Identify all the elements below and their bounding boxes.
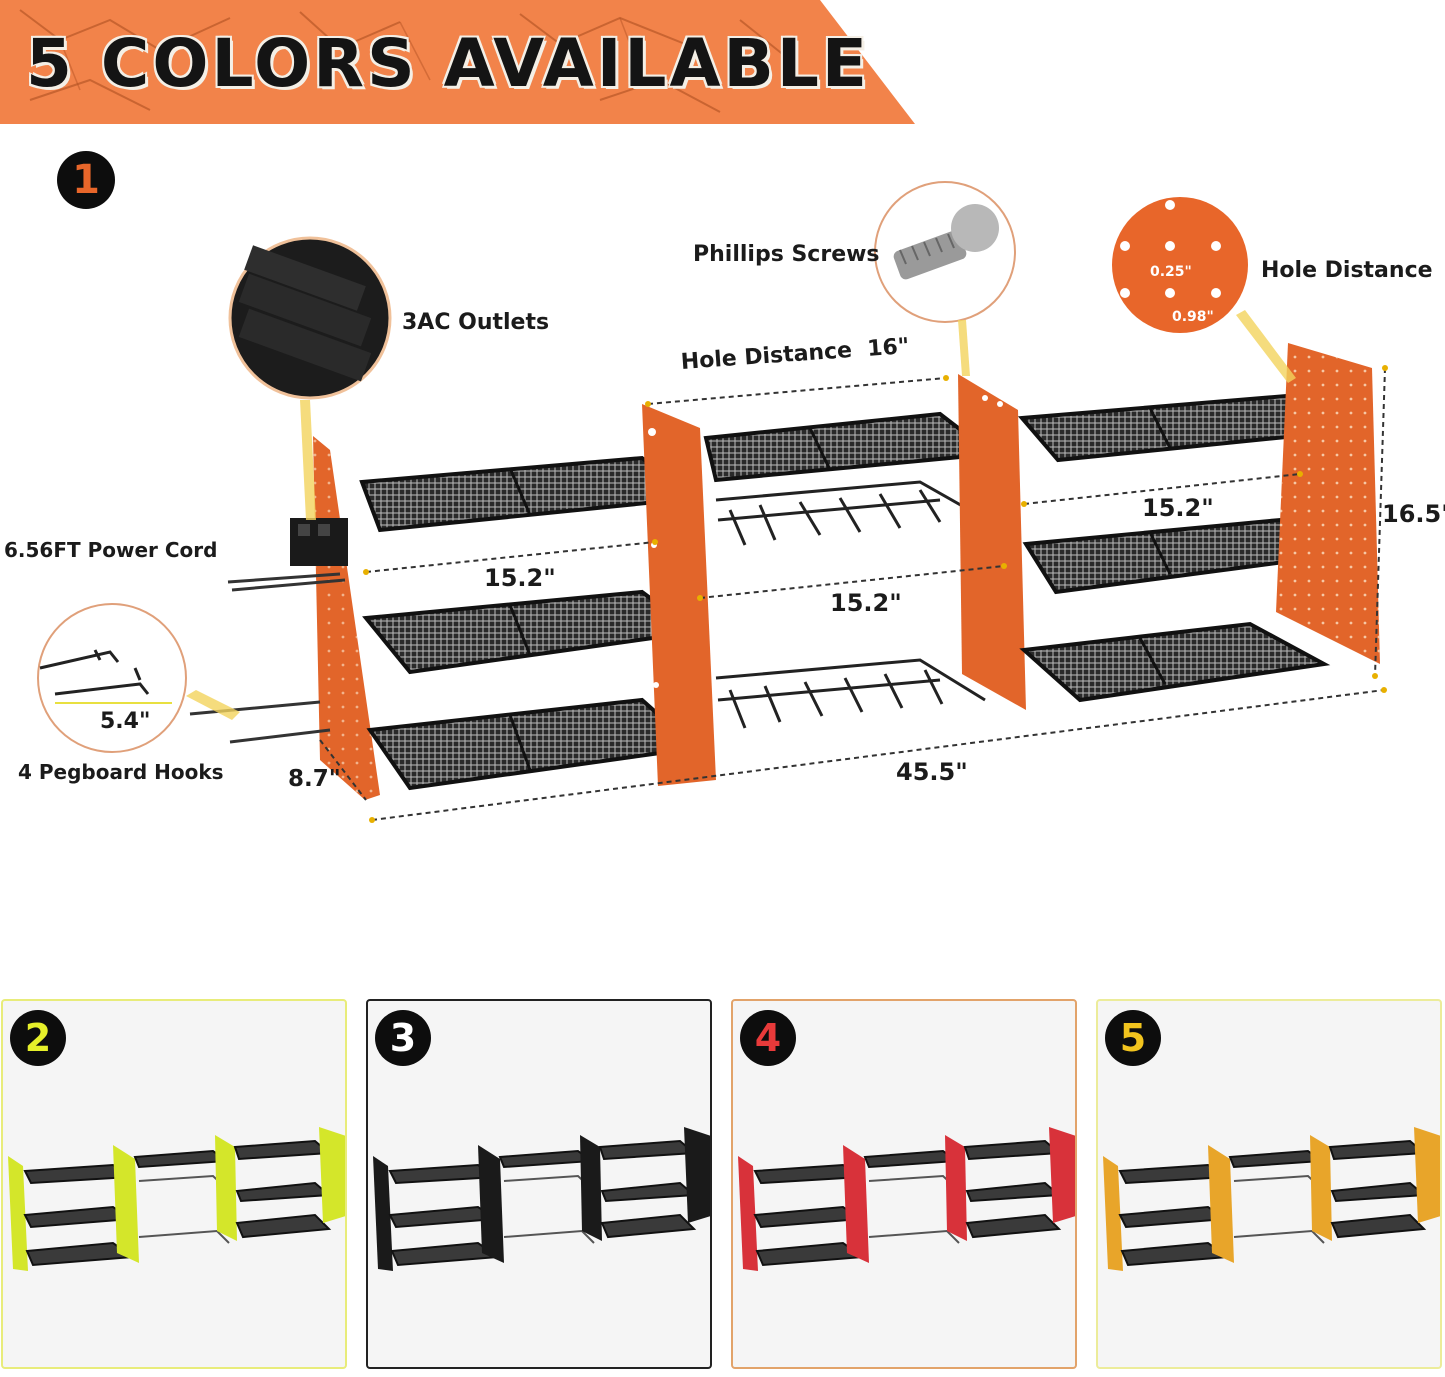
mini-center-panel — [945, 1135, 967, 1241]
variant-rack-5 — [1103, 1127, 1440, 1271]
mini-shelf — [235, 1213, 332, 1239]
mini-rack-bars — [868, 1174, 960, 1244]
mini-shelf — [1330, 1181, 1427, 1203]
mini-center-panel — [580, 1135, 602, 1241]
mini-center-panel — [113, 1145, 139, 1263]
mini-center-panel — [843, 1145, 869, 1263]
variant-rack-3 — [373, 1127, 710, 1271]
variant-badge-4: 4 — [740, 1010, 796, 1066]
mini-rack-bars — [138, 1174, 230, 1244]
mini-shelf — [1118, 1205, 1229, 1229]
mini-side-panel — [373, 1156, 393, 1271]
variant-badge-1: 1 — [57, 151, 115, 209]
right-shelves — [1017, 393, 1342, 703]
mini-shelf — [600, 1213, 697, 1239]
mini-rack-bars — [1233, 1174, 1325, 1244]
middle-shelves — [703, 411, 998, 729]
mini-shelf — [388, 1205, 499, 1229]
center-right-panel — [958, 374, 1026, 710]
banner-title: 5 COLORS AVAILABLE — [26, 25, 871, 102]
mini-shelf — [753, 1205, 864, 1229]
hooks-label: 4 Pegboard Hooks — [18, 760, 224, 784]
mini-center-panel — [215, 1135, 237, 1241]
dimension-lines — [319, 367, 1386, 821]
mini-shelf — [965, 1181, 1062, 1203]
hook-callout — [37, 603, 240, 753]
mini-pegboard — [684, 1127, 710, 1223]
variant-panel-3: 3 — [366, 999, 712, 1369]
variant-badge-2: 2 — [10, 1010, 66, 1066]
mini-shelf — [863, 1149, 960, 1169]
screw-callout — [874, 181, 1016, 376]
mini-side-panel — [738, 1156, 758, 1271]
height-label: 16.5" — [1382, 500, 1445, 528]
variant-panel-5: 5 — [1096, 999, 1442, 1369]
mini-shelf — [133, 1149, 230, 1169]
power-cord-label: 6.56FT Power Cord — [4, 538, 218, 562]
mini-shelf — [235, 1181, 332, 1203]
screws-label: Phillips Screws — [693, 242, 880, 267]
mini-shelf — [233, 1139, 332, 1161]
mini-pegboard — [1049, 1127, 1075, 1223]
hole-distance-label: Hole Distance — [1261, 258, 1433, 283]
gap-right-label: 15.2" — [1142, 494, 1214, 522]
variant-badge-3: 3 — [375, 1010, 431, 1066]
variant-rack-2 — [8, 1127, 345, 1271]
hook-length-label: 5.4" — [100, 709, 151, 734]
mini-shelf — [600, 1181, 697, 1203]
mini-center-panel — [1208, 1145, 1234, 1263]
mini-shelf — [598, 1139, 697, 1161]
mini-pegboard — [1414, 1127, 1440, 1223]
hole-large-label: 0.98" — [1172, 309, 1214, 325]
outlet-callout — [228, 236, 392, 520]
variant-panel-2: 2 — [1, 999, 347, 1369]
outlets-label: 3AC Outlets — [402, 310, 550, 335]
mini-side-panel — [1103, 1156, 1123, 1271]
left-pegboard-hooks — [189, 572, 346, 744]
variant-badge-5: 5 — [1105, 1010, 1161, 1066]
mini-shelf — [1328, 1139, 1427, 1161]
mini-side-panel — [8, 1156, 28, 1271]
depth-label: 8.7" — [288, 766, 341, 792]
mini-center-panel — [1310, 1135, 1332, 1241]
variant-panel-4: 4 — [731, 999, 1077, 1369]
variant-rack-4 — [738, 1127, 1075, 1271]
mini-shelf — [965, 1213, 1062, 1239]
hole-small-label: 0.25" — [1150, 264, 1192, 280]
gap-left-label: 15.2" — [484, 564, 556, 592]
mini-center-panel — [478, 1145, 504, 1263]
dimension-arrowheads — [363, 365, 1388, 823]
storage-rack-diagram — [37, 181, 1388, 823]
mini-rack-bars — [503, 1174, 595, 1244]
hole-distance-callout — [1112, 197, 1296, 383]
right-pegboard — [1276, 343, 1380, 664]
mini-pegboard — [319, 1127, 345, 1223]
mini-shelf — [963, 1139, 1062, 1161]
gap-middle-label: 15.2" — [830, 589, 902, 617]
power-strip — [290, 518, 348, 566]
mini-shelf — [1330, 1213, 1427, 1239]
width-label: 45.5" — [896, 758, 968, 786]
mini-shelf — [23, 1205, 134, 1229]
banner-background — [0, 0, 915, 124]
mini-shelf — [1228, 1149, 1325, 1169]
mini-shelf — [498, 1149, 595, 1169]
left-shelves — [359, 455, 702, 791]
